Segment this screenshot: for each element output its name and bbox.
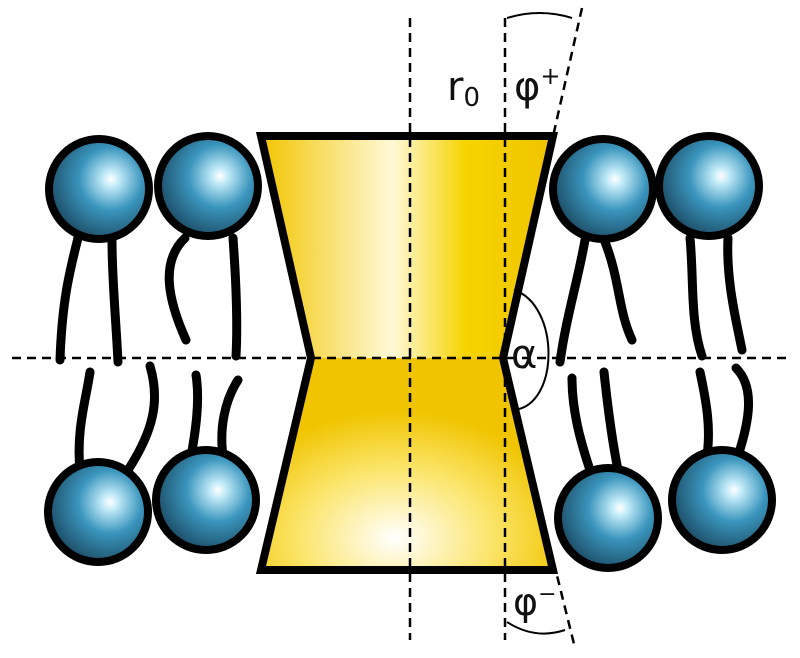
upper-leaflet-tails: [55, 233, 747, 367]
lipid-head-icon: [154, 132, 262, 240]
lipid-head-icon: [44, 458, 152, 566]
lipid-head-icon: [655, 132, 763, 240]
lipid-tail: [107, 235, 123, 367]
alpha-arc: [513, 289, 550, 411]
lipid-tail: [55, 233, 83, 365]
upper-leaflet-heads: [45, 132, 763, 243]
lipid-head-icon: [668, 446, 776, 554]
inclusion-upper-half: [261, 136, 553, 358]
alpha-label: α: [511, 332, 537, 378]
lipid-tail: [123, 361, 160, 475]
phi-upper-label: φ+: [514, 62, 561, 110]
radius-label: r0: [447, 64, 480, 113]
lipid-tail: [685, 233, 707, 361]
reference-lines: [12, 7, 790, 645]
phi-lower-arc: [506, 621, 566, 635]
lipid-tail: [164, 233, 191, 345]
lipid-head-icon: [45, 135, 153, 243]
angle-arcs: [506, 12, 573, 635]
phi-lower-label: φ−: [513, 580, 557, 624]
inclusion-outline: [255, 132, 559, 574]
lower-leaflet-heads: [44, 446, 776, 572]
lipid-tail: [228, 233, 242, 361]
lower-leaflet-tails: [74, 361, 753, 475]
lipid-tail: [555, 235, 590, 367]
phi-upper-arc: [506, 12, 573, 19]
lipid-tail: [600, 237, 637, 345]
lipid-tail: [74, 367, 95, 475]
inclusion-lower-half: [261, 358, 553, 570]
lipid-head-icon: [554, 464, 662, 572]
lower-tilt-line: [501, 357, 576, 645]
hourglass-inclusion-icon: [255, 132, 559, 574]
lipid-tail: [567, 373, 595, 475]
lipid-tail: [723, 233, 747, 355]
lipid-head-icon: [549, 135, 657, 243]
lipid-head-icon: [152, 446, 260, 554]
lipid-tail: [731, 363, 753, 461]
lipid-tail: [599, 367, 623, 475]
